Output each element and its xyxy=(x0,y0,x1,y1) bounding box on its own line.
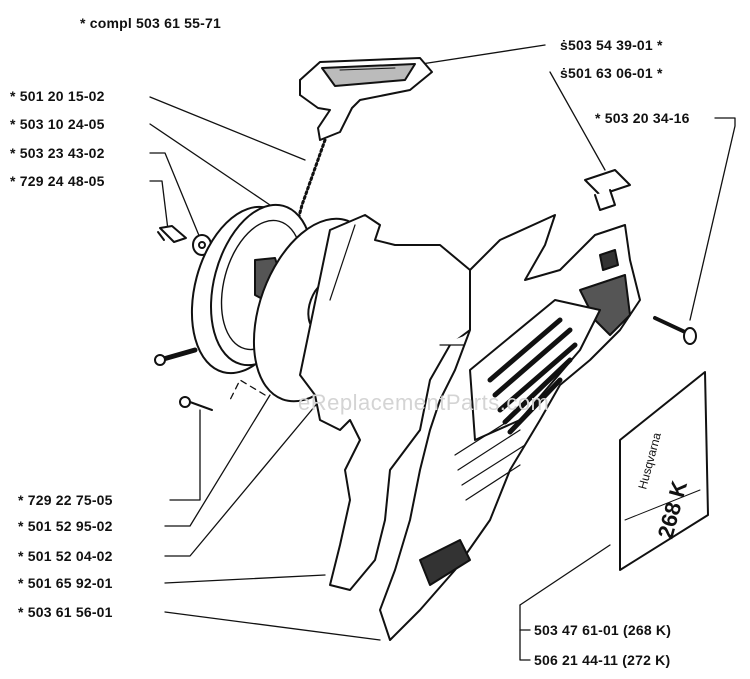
part-label: * 501 20 15-02 xyxy=(10,88,105,104)
grommet xyxy=(584,169,631,211)
leader-dashed xyxy=(229,379,266,401)
part-label: * 503 23 43-02 xyxy=(10,145,105,161)
part-label: * 729 24 48-05 xyxy=(10,173,105,189)
leader-bracket-decal xyxy=(519,604,531,661)
part-label: * 501 52 95-02 xyxy=(18,518,113,534)
screw-left xyxy=(179,396,213,411)
leader-spring-cover xyxy=(164,394,271,527)
leader-recoil-spring xyxy=(164,399,321,557)
part-label: 506 21 44-11 (272 K) xyxy=(534,652,671,668)
part-label: * 501 52 04-02 xyxy=(18,548,113,564)
bolt xyxy=(157,225,187,243)
leader-washer xyxy=(149,152,201,239)
part-label: * 729 22 75-05 xyxy=(18,492,113,508)
leader-handle xyxy=(414,44,546,66)
screw-right xyxy=(653,316,697,345)
part-label: ṡ501 63 06-01 * xyxy=(560,65,663,81)
leader-cover xyxy=(164,611,381,641)
leader-gasket xyxy=(164,574,326,584)
leader-lines xyxy=(149,44,736,661)
starter-cover xyxy=(379,214,641,641)
leader-grommet xyxy=(549,71,606,171)
decal xyxy=(619,371,709,571)
assembly-label: * compl 503 61 55-71 xyxy=(80,15,221,31)
part-label: 503 47 61-01 (268 K) xyxy=(534,622,672,638)
leader-bolt xyxy=(149,180,169,231)
leader-decal xyxy=(519,544,611,606)
part-label: ṡ503 54 39-01 * xyxy=(560,37,663,53)
leader-rope xyxy=(149,96,306,161)
part-label: * 501 65 92-01 xyxy=(18,575,113,591)
watermark: eReplacementParts.com xyxy=(298,390,550,415)
part-label: * 503 20 34-16 xyxy=(595,110,690,126)
part-label: * 503 61 56-01 xyxy=(18,604,113,620)
part-label: * 503 10 24-05 xyxy=(10,116,105,132)
leader-screw-left xyxy=(169,409,201,501)
starter-handle xyxy=(299,57,433,141)
leader-pulley xyxy=(149,123,271,206)
leader-screw-right xyxy=(689,117,736,321)
